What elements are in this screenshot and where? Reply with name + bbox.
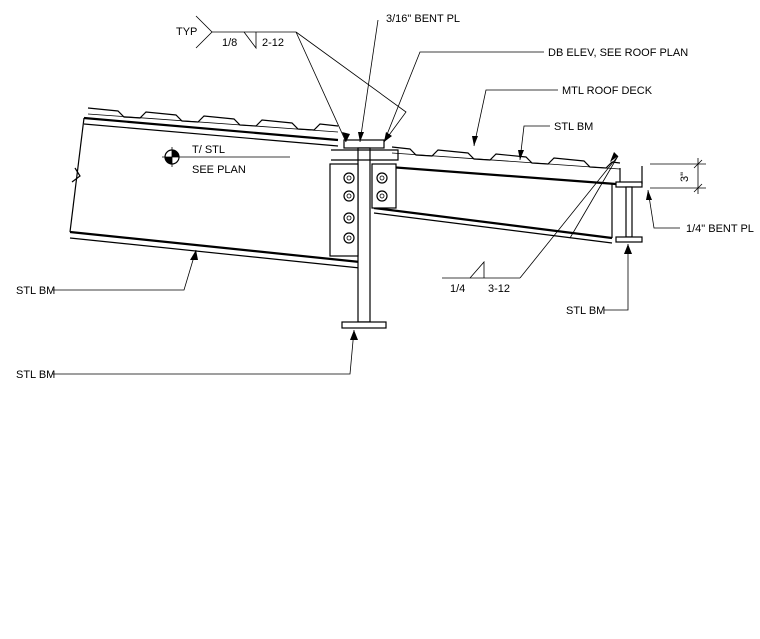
stl-bm-left-lower-label: STL BM xyxy=(16,369,55,381)
t-stl-label: T/ STL xyxy=(192,144,225,156)
center-steel-beam xyxy=(331,139,399,329)
weld-symbol-bottom xyxy=(442,260,520,279)
right-small-steel-beam xyxy=(615,166,643,243)
bolt-icon xyxy=(343,232,355,244)
stl-bm-left-upper-label: STL BM xyxy=(16,285,55,297)
bolt-icon xyxy=(376,172,388,184)
db-elev-label: DB ELEV, SEE ROOF PLAN xyxy=(548,47,688,59)
arrowhead-icons xyxy=(190,132,652,340)
left-steel-beam xyxy=(69,116,361,269)
bolt-icon xyxy=(376,190,388,202)
see-plan-label: SEE PLAN xyxy=(192,164,246,176)
weld-top-length: 2-12 xyxy=(262,37,284,49)
break-line xyxy=(71,167,81,183)
weld-bot-size: 1/4 xyxy=(450,283,465,295)
stl-bm-right-lower-label: STL BM xyxy=(566,305,605,317)
weld-bot-length: 3-12 xyxy=(488,283,510,295)
bent-pl-316-label: 3/16" BENT PL xyxy=(386,13,460,25)
mtl-roof-deck-label: MTL ROOF DECK xyxy=(562,85,653,97)
stl-bm-upper-right-label: STL BM xyxy=(554,121,593,133)
bolt-icon xyxy=(343,190,355,202)
leader-lines xyxy=(52,19,680,375)
bolt-icon xyxy=(343,172,355,184)
dimension-3in-label: 3" xyxy=(679,172,691,182)
bolt-icon xyxy=(343,212,355,224)
metal-roof-deck xyxy=(87,107,621,170)
bolt-group xyxy=(343,172,388,244)
dimension-3in xyxy=(650,158,706,194)
bent-pl-14-label: 1/4" BENT PL xyxy=(686,223,754,235)
typ-label: TYP xyxy=(176,26,197,38)
right-steel-beam xyxy=(373,164,617,244)
weld-symbol-top xyxy=(195,15,296,50)
elevation-marker-icon xyxy=(162,147,290,167)
weld-top-size: 1/8 xyxy=(222,37,237,49)
